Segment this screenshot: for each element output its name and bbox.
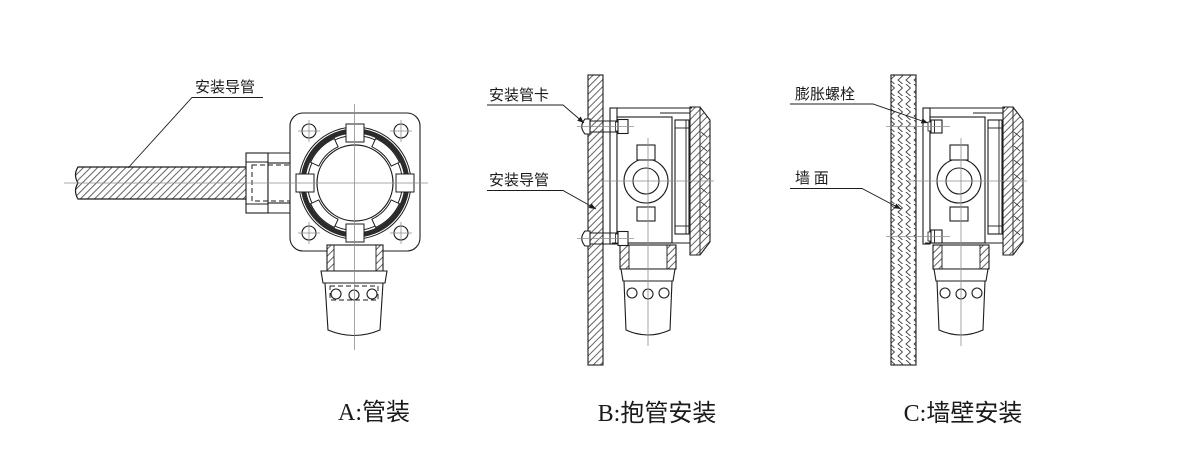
panel-b-clamp-mount: 安装管卡 安装导管 B:抱管安装 <box>487 74 717 427</box>
label-conduit-b: 安装导管 <box>489 172 549 189</box>
centerlines-c <box>886 126 1027 346</box>
detector-side-view-c <box>922 106 1024 336</box>
centerlines-a <box>64 104 428 350</box>
leader-wall-surface-c: 墙 面 <box>790 170 902 210</box>
caption-panel-c: C:墙壁安装 <box>904 400 1023 427</box>
centerlines-b <box>577 126 714 346</box>
wall-section <box>890 74 917 366</box>
leader-conduit-b: 安装导管 <box>487 172 597 210</box>
label-conduit-a: 安装导管 <box>195 79 255 96</box>
corner-bolt-holes <box>298 120 412 244</box>
panel-a-pipe-mount: 安装导管 A:管装 <box>64 79 428 426</box>
label-wall-surface-c: 墙 面 <box>795 170 829 187</box>
label-pipe-clamp-b: 安装管卡 <box>489 87 549 104</box>
leader-conduit-a: 安装导管 <box>127 79 263 169</box>
caption-panel-b: B:抱管安装 <box>598 400 717 427</box>
detector-side-view-b <box>609 106 711 336</box>
leader-expansion-bolt-c: 膨胀螺栓 <box>790 86 929 124</box>
label-expansion-bolt-c: 膨胀螺栓 <box>795 86 855 103</box>
panel-c-wall-mount: 膨胀螺栓 墙 面 C:墙壁安装 <box>790 74 1027 427</box>
caption-panel-a: A:管装 <box>338 399 410 426</box>
vertical-mounting-pipe <box>587 74 604 366</box>
sensor-assembly <box>320 244 388 337</box>
leader-pipe-clamp-b: 安装管卡 <box>487 87 585 124</box>
detector-front-view <box>289 112 421 337</box>
